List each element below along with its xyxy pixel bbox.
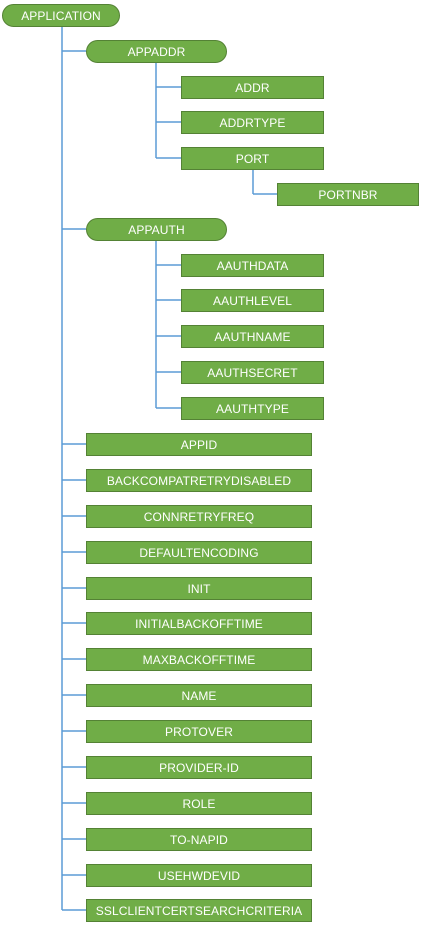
node-to-napid: TO-NAPID: [86, 828, 312, 851]
node-addrtype: ADDRTYPE: [181, 111, 324, 134]
node-appaddr: APPADDR: [86, 40, 227, 63]
node-appid: APPID: [86, 433, 312, 456]
node-addr: ADDR: [181, 76, 324, 99]
node-application: APPLICATION: [2, 4, 120, 27]
node-aauthname: AAUTHNAME: [181, 325, 324, 348]
node-defaultencoding: DEFAULTENCODING: [86, 541, 312, 564]
node-sslclientcertsearchcriteria: SSLCLIENTCERTSEARCHCRITERIA: [86, 899, 312, 922]
node-initialbackofftime: INITIALBACKOFFTIME: [86, 612, 312, 635]
node-role: ROLE: [86, 792, 312, 815]
node-maxbackofftime: MAXBACKOFFTIME: [86, 648, 312, 671]
node-aauthlevel: AAUTHLEVEL: [181, 289, 324, 312]
node-usehwdevid: USEHWDEVID: [86, 864, 312, 887]
node-aauthtype: AAUTHTYPE: [181, 397, 324, 420]
node-appauth: APPAUTH: [86, 218, 227, 241]
node-name: NAME: [86, 684, 312, 707]
node-aauthsecret: AAUTHSECRET: [181, 361, 324, 384]
node-portnbr: PORTNBR: [277, 183, 419, 206]
node-aauthdata: AAUTHDATA: [181, 254, 324, 277]
node-connretryfreq: CONNRETRYFREQ: [86, 505, 312, 528]
node-backcompatretrydisabled: BACKCOMPATRETRYDISABLED: [86, 469, 312, 492]
node-provider-id: PROVIDER-ID: [86, 756, 312, 779]
node-port: PORT: [181, 147, 324, 170]
node-protover: PROTOVER: [86, 720, 312, 743]
node-init: INIT: [86, 577, 312, 600]
